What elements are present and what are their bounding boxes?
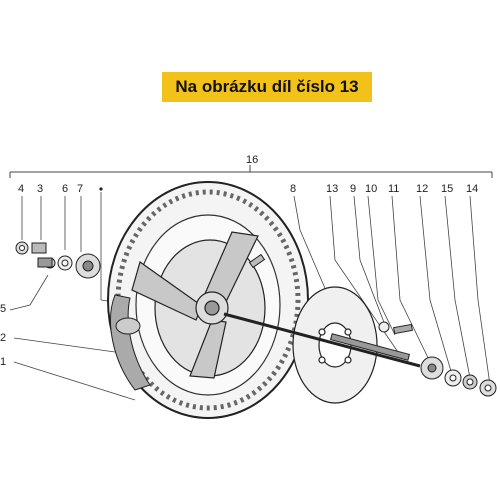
label-12: 12 [416, 183, 428, 195]
inner-tube [110, 294, 151, 391]
part-number-banner: Na obrázku díl číslo 13 [162, 72, 372, 102]
label-11: 11 [388, 183, 399, 195]
assembly-bracket [9, 165, 493, 178]
leader-lines [9, 192, 491, 401]
label-9: 9 [350, 183, 356, 195]
label-1: 1 [0, 356, 6, 368]
banner-text: Na obrázku díl číslo 13 [175, 77, 359, 96]
right-hardware [420, 356, 497, 397]
marker-dot [99, 187, 103, 191]
axle [223, 312, 421, 368]
label-15: 15 [441, 183, 453, 195]
label-14: 14 [466, 183, 478, 195]
label-16: 16 [246, 154, 258, 166]
label-7: 7 [77, 183, 83, 195]
label-4: 4 [18, 183, 24, 195]
bolt [378, 321, 413, 335]
label-2: 2 [0, 332, 6, 344]
label-3: 3 [37, 183, 43, 195]
label-13: 13 [326, 183, 338, 195]
label-6: 6 [62, 183, 68, 195]
label-8: 8 [290, 183, 296, 195]
label-10: 10 [365, 183, 377, 195]
wheel-rim [131, 231, 266, 379]
left-hardware [15, 241, 101, 279]
label-5: 5 [0, 303, 6, 315]
valve-stem [248, 253, 266, 269]
